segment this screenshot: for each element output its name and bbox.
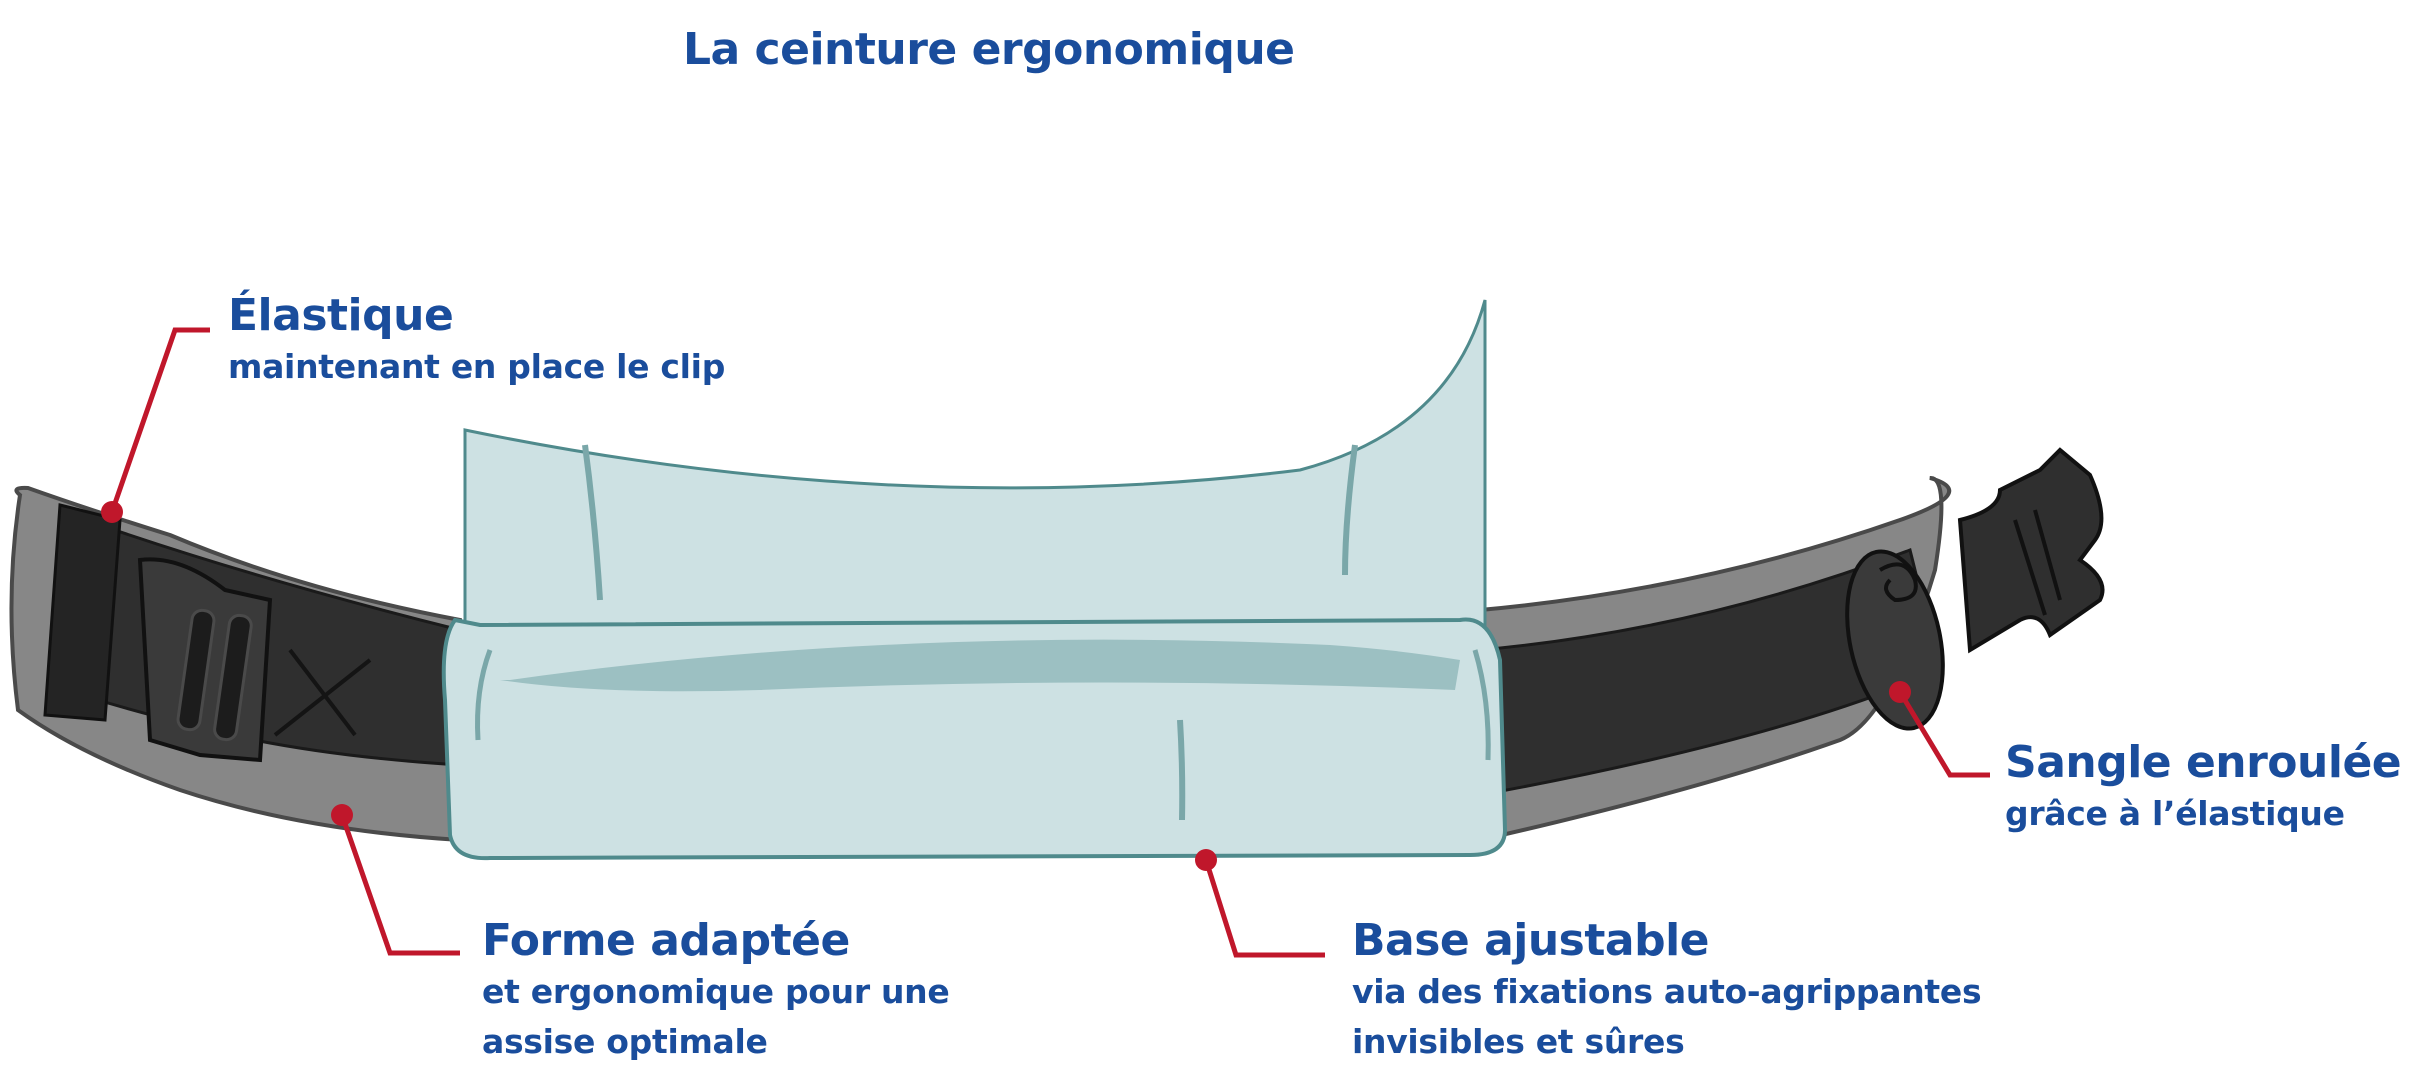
- callout-elastique-line-1: maintenant en place le clip: [228, 347, 726, 386]
- leader-line-forme: [339, 814, 460, 956]
- leader-line-sangle: [1897, 690, 1990, 778]
- callout-forme-title: Forme adaptée: [482, 915, 850, 966]
- leader-dot-forme: [331, 804, 353, 826]
- callout-forme: Forme adaptée et ergonomique pour une as…: [482, 915, 950, 1067]
- cushion-right-crease: [1472, 649, 1491, 761]
- callout-sangle-title: Sangle enroulée: [2005, 737, 2402, 788]
- leader-dot-elastique: [101, 501, 123, 523]
- cushion-base-fold: [1177, 719, 1186, 821]
- strap-clip-end: [1957, 447, 2105, 654]
- leader-line-elastique: [109, 327, 210, 513]
- cushion-left-crease: [475, 649, 493, 741]
- rolled-strap: [1845, 549, 1945, 731]
- leader-dot-base: [1195, 849, 1217, 871]
- belt-elastic-band: [43, 503, 122, 722]
- strap-clip-lines: [2013, 509, 2062, 616]
- callout-sangle-line-1: grâce à l’élastique: [2005, 794, 2345, 833]
- cushion-fold-right: [1342, 444, 1358, 576]
- callout-elastique-title: Élastique: [228, 290, 454, 341]
- callout-sangle: Sangle enroulée grâce à l’élastique: [2005, 737, 2402, 839]
- callout-base: Base ajustable via des fixations auto-ag…: [1352, 915, 1982, 1067]
- strap-stitch-x: [273, 648, 372, 737]
- cushion-fold-left: [582, 444, 603, 601]
- leader-line-base: [1203, 859, 1325, 958]
- leader-dot-sangle: [1889, 681, 1911, 703]
- callout-forme-line-2: assise optimale: [482, 1022, 768, 1061]
- callout-elastique: Élastique maintenant en place le clip: [228, 290, 725, 392]
- buckle-slot-2: [213, 613, 253, 742]
- callout-forme-line-1: et ergonomique pour une: [482, 972, 950, 1011]
- callout-base-line-1: via des fixations auto-agrippantes: [1352, 972, 1982, 1011]
- callout-base-line-2: invisibles et sûres: [1352, 1022, 1685, 1061]
- callout-base-title: Base ajustable: [1352, 915, 1710, 966]
- buckle-slot-1: [176, 608, 216, 732]
- cushion-base-shade: [500, 639, 1460, 692]
- page-title: La ceinture ergonomique: [683, 24, 1295, 75]
- rolled-strap-spiral: [1878, 562, 1918, 603]
